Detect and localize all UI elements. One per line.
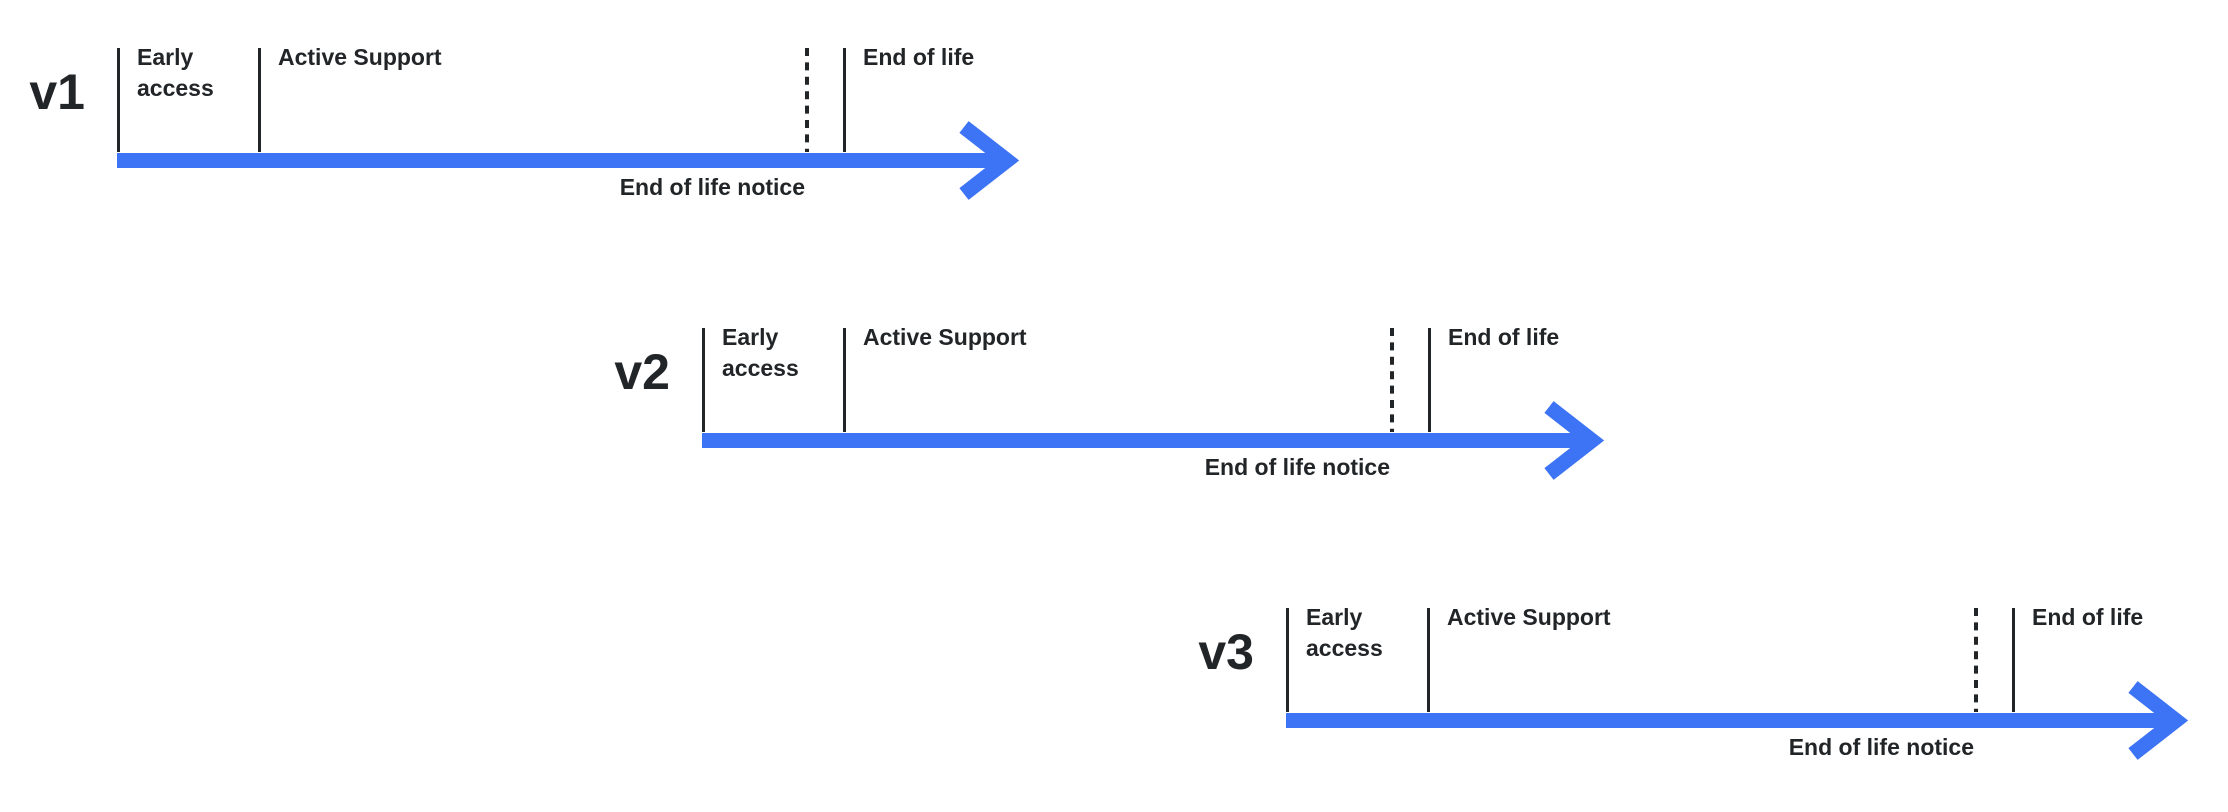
eol-notice-dashed-tick <box>805 48 809 152</box>
early-access-label: Early access <box>722 324 799 381</box>
arrow-shaft <box>117 153 1005 168</box>
early-access-start-tick <box>1286 608 1289 712</box>
active-support-start-tick <box>1427 608 1430 712</box>
end-of-life-tick <box>843 48 846 152</box>
active-support-label: Active Support <box>863 324 1027 350</box>
timeline-arrow <box>702 400 1607 481</box>
arrow-shaft <box>1286 713 2174 728</box>
active-support-start-tick <box>258 48 261 152</box>
end-of-life-tick <box>2012 608 2015 712</box>
version-label: v1 <box>29 64 85 120</box>
version-label: v2 <box>614 344 670 400</box>
active-support-label: Active Support <box>1447 604 1611 630</box>
version-label: v3 <box>1198 624 1254 680</box>
eol-notice-dashed-tick <box>1390 328 1394 432</box>
end-of-life-notice-label: End of life notice <box>619 174 805 200</box>
early-access-start-tick <box>117 48 120 152</box>
arrow-head-icon <box>957 120 1019 201</box>
timeline-v3: v3 Early access Active Support End of li… <box>1198 604 2228 788</box>
arrow-head-icon <box>1542 400 1604 481</box>
arrow-shaft <box>702 433 1590 448</box>
timeline-arrow <box>117 120 1022 201</box>
timeline-v1: v1 Early access Active Support End of li… <box>29 44 1077 228</box>
end-of-life-label: End of life <box>863 44 975 70</box>
end-of-life-tick <box>1428 328 1431 432</box>
early-access-start-tick <box>702 328 705 432</box>
end-of-life-label: End of life <box>2032 604 2144 630</box>
early-access-label: Early access <box>1306 604 1383 661</box>
arrow-head-icon <box>2126 680 2188 761</box>
eol-notice-dashed-tick <box>1974 608 1978 712</box>
active-support-start-tick <box>843 328 846 432</box>
end-of-life-notice-label: End of life notice <box>1204 454 1390 480</box>
end-of-life-label: End of life <box>1448 324 1560 350</box>
timeline-arrow <box>1286 680 2191 761</box>
end-of-life-notice-label: End of life notice <box>1788 734 1974 760</box>
early-access-label: Early access <box>137 44 214 101</box>
active-support-label: Active Support <box>278 44 442 70</box>
timeline-v2: v2 Early access Active Support End of li… <box>614 324 1662 508</box>
